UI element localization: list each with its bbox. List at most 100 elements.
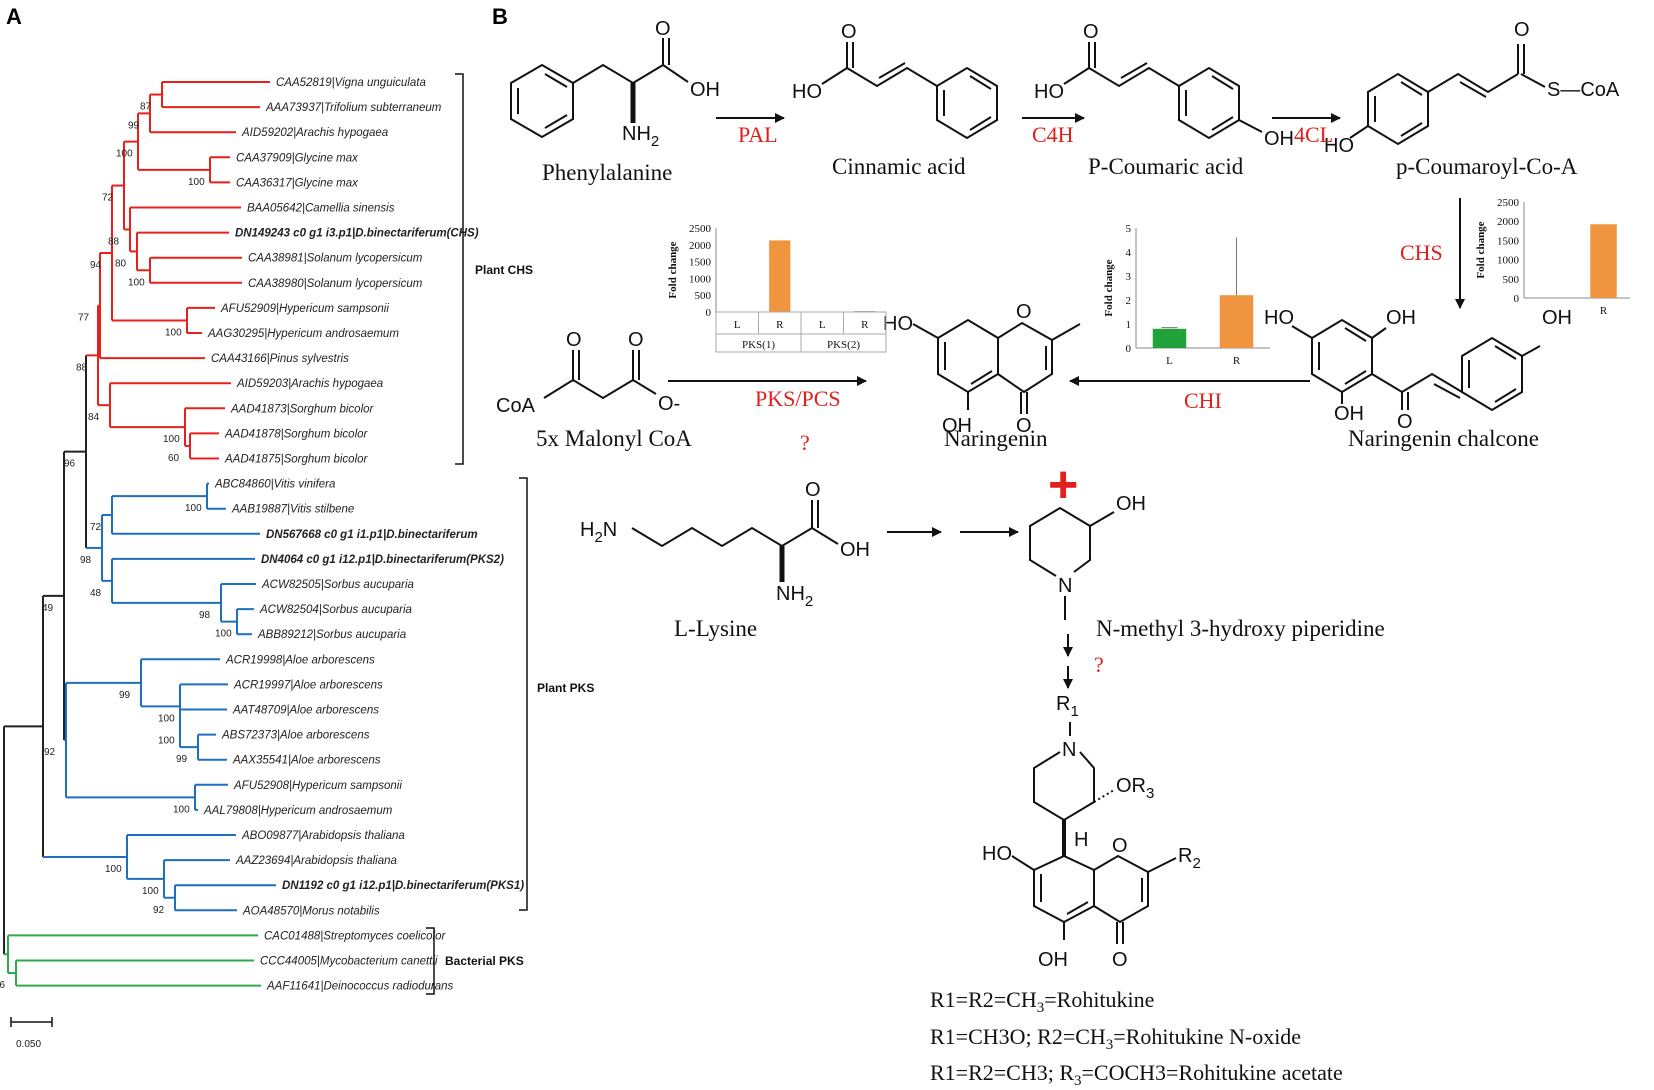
compound-name: Phenylalanine: [542, 160, 672, 185]
bar: [1219, 295, 1254, 348]
y-tick-label: 1500: [1497, 235, 1520, 247]
bootstrap-value: 100: [116, 149, 133, 160]
oxygen-label: O: [1112, 949, 1128, 971]
bootstrap-value: 98: [80, 555, 92, 566]
bootstrap-value: 72: [90, 522, 102, 533]
leaf-label: AID59203|Arachis hypogaea: [236, 378, 383, 390]
leaf-label: AAD41873|Sorghum bicolor: [230, 403, 375, 415]
hydroxyl-label: OH: [1386, 307, 1416, 329]
rohitukine-structure: R1 N OR3 H HO O R2 O OH: [982, 693, 1201, 971]
leaf-label: CAA43166|Pinus sylvestris: [211, 353, 349, 365]
scale-bar: 0.050: [10, 1017, 53, 1050]
leaf-label: ABS72373|Aloe arborescens: [221, 730, 370, 742]
r1-label: R1: [1056, 693, 1079, 720]
bootstrap-value: 100: [163, 434, 180, 445]
s-coa-label: S—CoA: [1547, 79, 1620, 101]
bootstrap-value: 99: [176, 754, 188, 765]
hydroxyl-label: OH: [942, 415, 972, 437]
nitrogen-label: N: [1062, 739, 1076, 761]
product-line-2: R1=CH3O; R2=CH3=Rohitukine N-oxide: [930, 1024, 1301, 1053]
oxygen-label: O: [1112, 835, 1128, 857]
oxygen-label: O: [566, 329, 582, 351]
y-tick-label: 1: [1126, 319, 1132, 331]
bootstrap-value: 100: [188, 177, 205, 188]
bootstrap-value: 100: [105, 864, 122, 875]
amine-label: NH2: [776, 583, 813, 610]
group-label: PKS(2): [827, 339, 860, 351]
bootstrap-value: 87: [140, 102, 152, 113]
panel-a-label: A: [6, 4, 22, 29]
y-tick-label: 3: [1126, 271, 1132, 283]
piperidine-structure: OH N: [1029, 493, 1146, 620]
naringenin-chalcone-structure: HO OH OH O OH: [1264, 307, 1572, 433]
y-tick-label: 500: [1503, 274, 1520, 286]
hydroxyl-label: OH: [1542, 307, 1572, 329]
hydroxyl-label: OH: [1334, 403, 1364, 425]
bootstrap-value: 60: [168, 453, 180, 464]
clade-label: Plant CHS: [475, 263, 533, 277]
bootstrap-value: 92: [153, 905, 165, 916]
leaf-label: DN567668 c0 g1 i1.p1|D.binectariferum: [266, 529, 478, 541]
oxygen-label: O: [841, 21, 857, 43]
leaf-label: ABO09877|Arabidopsis thaliana: [241, 830, 405, 842]
leaf-label: ABC84860|Vitis vinifera: [214, 479, 335, 491]
panel-b-label: B: [492, 4, 508, 29]
bar: [854, 310, 876, 312]
bootstrap-value: 100: [142, 886, 159, 897]
bootstrap-value: 84: [88, 412, 100, 423]
y-tick-label: 0: [706, 307, 712, 319]
p-coumaroyl-coa-structure: HO O S—CoA: [1324, 19, 1620, 157]
leaf-label: AFU52909|Hypericum sampsonii: [220, 303, 389, 315]
y-tick-label: 2500: [689, 223, 712, 235]
leaf-label: CAA52819|Vigna unguiculata: [276, 77, 426, 89]
oxygen-label: O: [1397, 411, 1413, 433]
leaf-label: ACR19997|Aloe arborescens: [233, 679, 383, 691]
leaf-label: DN4064 c0 g1 i12.p1|D.binectariferum(PKS…: [261, 554, 504, 566]
bootstrap-value: 100: [185, 503, 202, 514]
bootstrap-value: 80: [115, 258, 127, 269]
leaf-label: ACR19998|Aloe arborescens: [225, 654, 375, 666]
product-line-1: R1=R2=CH3=Rohitukine: [930, 987, 1154, 1016]
hydrogen-label: H: [1074, 829, 1088, 851]
leaf-label: AOA48570|Morus notabilis: [242, 905, 380, 917]
product-line-3: R1=R2=CH3; R3=COCH3=Rohitukine acetate: [930, 1060, 1343, 1089]
plus-sign: +: [1048, 456, 1078, 514]
leaf-label: AAF11641|Deinococcus radiodurans: [266, 981, 453, 993]
leaf-label: AFU52908|Hypericum sampsonii: [233, 780, 402, 792]
clade-bracket-bacterial-pks: Bacterial PKS: [426, 927, 524, 995]
y-tick-label: 2: [1126, 295, 1132, 307]
scale-bar-label: 0.050: [16, 1039, 41, 1050]
leaf-label: BAA05642|Camellia sinensis: [247, 203, 395, 215]
tree-branches: [3, 81, 276, 987]
cinnamic-acid-structure: HO O: [792, 21, 998, 140]
enzyme-c4h: C4H: [1032, 122, 1074, 147]
y-axis-title: Fold change: [1103, 259, 1115, 316]
hydroxyl-label: OH: [1038, 949, 1068, 971]
clade-label: Plant PKS: [537, 681, 594, 695]
l-lysine-structure: H2N O OH NH2: [580, 479, 870, 610]
bootstrap-value: 88: [108, 236, 120, 247]
hydroxyl-label: HO: [792, 81, 822, 103]
y-tick-label: 1500: [689, 257, 712, 269]
y-tick-label: 500: [695, 290, 712, 302]
oxygen-label: O: [655, 18, 671, 40]
bootstrap-value: 77: [78, 313, 90, 324]
y-tick-label: 2500: [1497, 197, 1520, 209]
leaf-label: ACW82504|Sorbus aucuparia: [259, 604, 412, 616]
bootstrap-value: 72: [102, 193, 114, 204]
hydroxyl-label: HO: [1264, 307, 1294, 329]
bootstrap-value: 98: [199, 610, 211, 621]
y-tick-label: 2000: [1497, 216, 1520, 228]
naringenin-structure: HO O O OH: [883, 301, 1081, 437]
bootstrap-value: 99: [128, 120, 140, 131]
compound-name: Naringenin: [944, 426, 1048, 451]
bootstrap-value: 100: [128, 277, 145, 288]
category-label: R: [1600, 305, 1608, 317]
enzyme-pal: PAL: [738, 122, 778, 147]
hydroxyl-label: HO: [1034, 81, 1064, 103]
bootstrap-value: 100: [158, 713, 175, 724]
oxygen-label: O: [1514, 19, 1530, 41]
category-label: R: [861, 319, 869, 331]
coa-label: CoA: [496, 395, 536, 417]
